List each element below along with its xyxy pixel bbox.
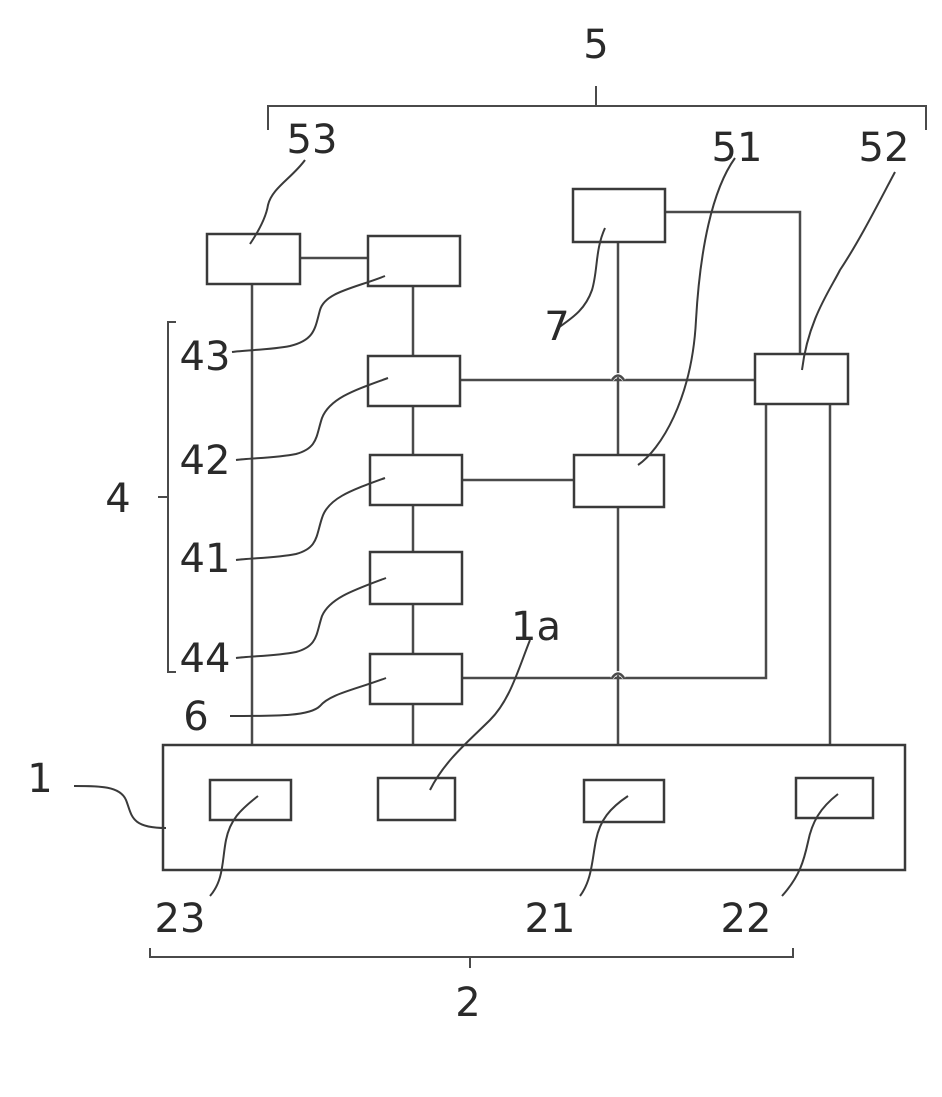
label-23: 23 [155,896,206,942]
box-7 [573,189,665,242]
label-group-5: 5 [583,22,608,68]
label-21: 21 [525,896,576,942]
box-21 [584,780,664,822]
box-51 [574,455,664,507]
brace-group-5 [268,86,926,130]
label-7: 7 [544,304,569,350]
label-44: 44 [180,636,231,682]
label-22: 22 [721,896,772,942]
label-group-4: 4 [105,476,130,522]
label-1a: 1a [511,604,561,650]
label-43: 43 [180,334,231,380]
box-1a [378,778,455,820]
label-52: 52 [859,125,910,171]
box-43 [368,236,460,286]
label-41: 41 [180,536,231,582]
box-52 [755,354,848,404]
label-6: 6 [183,694,208,740]
brace-group-4 [158,322,176,672]
box-41 [370,455,462,505]
label-1: 1 [27,756,52,802]
label-group-2: 2 [455,980,480,1026]
box-53 [207,234,300,284]
reference-labels: 5 53 51 52 7 43 4 42 41 44 1a 6 1 23 21 … [27,22,909,1026]
label-53: 53 [287,117,338,163]
brace-group-2 [150,948,793,968]
label-42: 42 [180,438,231,484]
box-23 [210,780,291,820]
label-51: 51 [712,125,763,171]
